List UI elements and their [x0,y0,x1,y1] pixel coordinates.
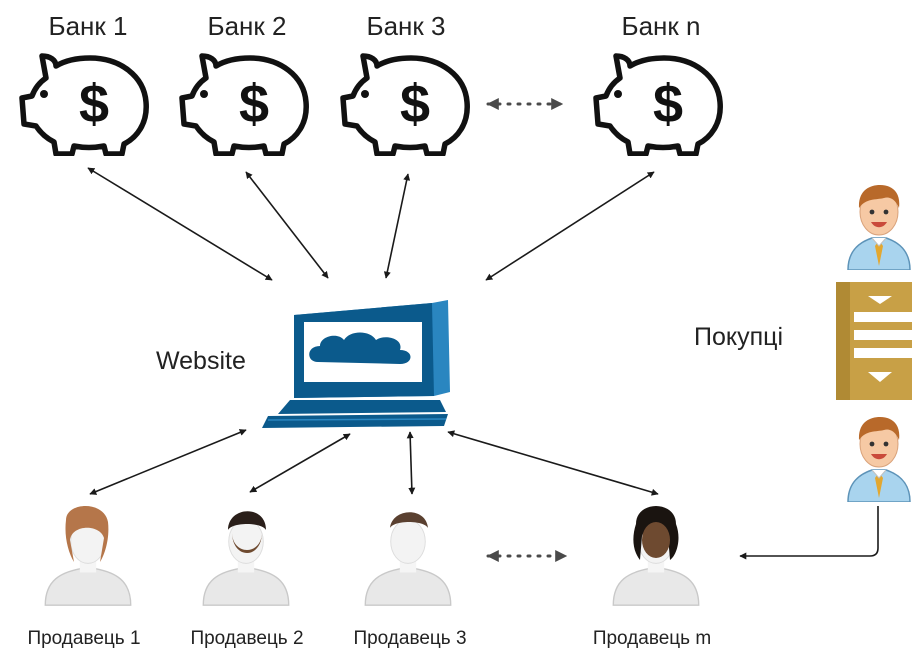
website-seller1-arrow [89,429,247,495]
buyers-to-seller-arrow [739,506,879,560]
seller-2 [202,511,290,606]
bank-website-connectors [87,167,655,281]
smiling-man-tie-icon [847,184,911,270]
seller-label-3: Продавець 3 [353,628,466,649]
website-label: Website [156,347,246,375]
seller-label-1: Продавець 1 [27,628,140,649]
website-seller-connectors [89,429,659,496]
person-avatar-icon [202,518,290,606]
piggy-bank-icon [182,56,306,154]
bank-label-1: Банк 1 [49,11,128,41]
bank3-website-arrow [383,173,411,279]
website-seller3-arrow [406,431,416,495]
bankn-website-arrow [485,171,655,281]
buyers-label: Покупці [694,323,783,351]
seller-3 [364,512,452,606]
piggy-bank-icon [596,56,720,154]
bank1-website-arrow [87,167,273,281]
bank-label-3: Банк 3 [367,11,446,41]
seller-1 [44,506,132,606]
website-seller2-arrow [249,433,351,493]
person-avatar-icon [364,518,452,606]
seller-label-2: Продавець 2 [190,628,303,649]
person-avatar-icon [44,518,132,606]
website-sellerm-arrow [447,430,659,496]
sorted-list-icon [836,282,912,400]
seller-label-m: Продавець m [593,628,711,649]
laptop-cloud-icon [262,300,450,428]
smiling-man-tie-icon [847,416,911,502]
seller-m [612,506,700,606]
bank-label-2: Банк 2 [208,11,287,41]
bank-label-n: Банк n [622,11,701,41]
piggy-bank-icon [22,56,146,154]
bank2-website-arrow [245,171,329,279]
piggy-bank-icon [343,56,467,154]
